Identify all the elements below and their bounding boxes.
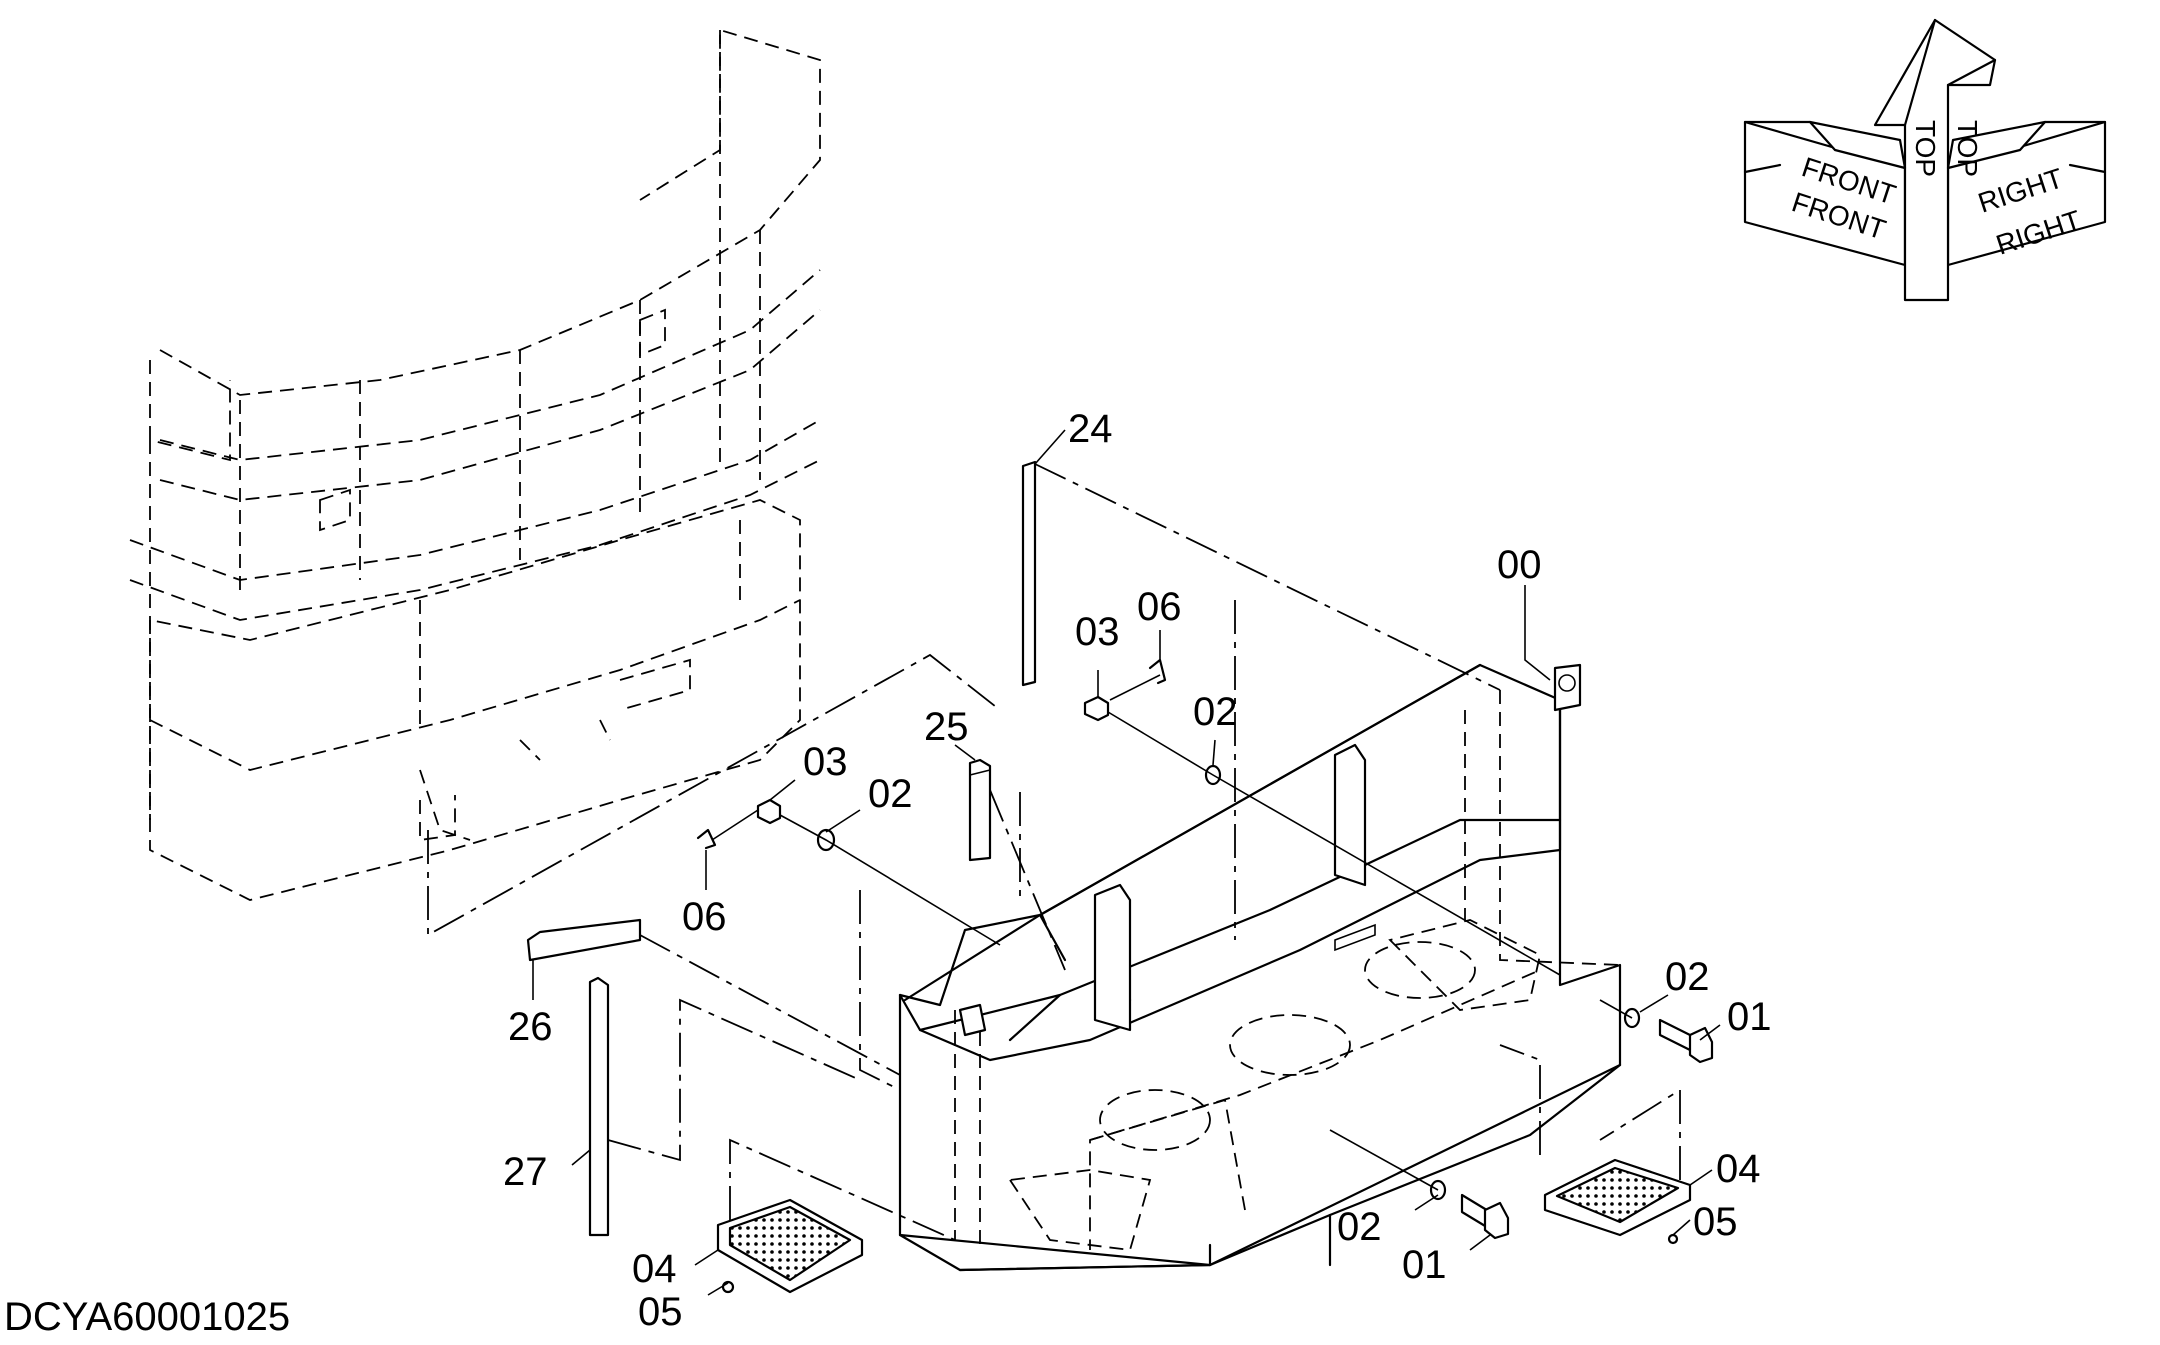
callout-02-bottom: 02 — [1337, 1205, 1382, 1249]
screw-05-right — [1667, 1233, 1679, 1245]
callout-06-upper: 06 — [1137, 585, 1182, 629]
callout-02-middle: 02 — [868, 772, 913, 816]
callout-03-middle: 03 — [803, 740, 848, 784]
bar-part-27 — [588, 976, 610, 1237]
callouts: 24 00 06 03 02 25 03 02 06 26 27 02 01 0… — [503, 407, 1772, 1334]
callout-01-bottom: 01 — [1402, 1243, 1447, 1287]
nut-03-upper — [1083, 695, 1110, 722]
cover-plate-04-left — [716, 1198, 864, 1294]
callout-05-right: 05 — [1693, 1200, 1738, 1244]
cover-plate-04-right — [1543, 1158, 1692, 1237]
orientation-top-label-left: TOP — [1910, 120, 1941, 177]
callout-03-upper: 03 — [1075, 610, 1120, 654]
bar-part-24 — [1021, 460, 1037, 687]
orientation-indicator: FRONT FRONT TOP TOP RIGHT RIGHT — [1743, 18, 2107, 302]
bolt-01-right — [1658, 1018, 1714, 1064]
callout-27: 27 — [503, 1150, 548, 1194]
callout-05-left: 05 — [638, 1290, 683, 1334]
drawing-code: DCYA60001025 — [4, 1295, 290, 1339]
bar-part-25 — [968, 758, 992, 862]
clip-06-upper — [1148, 658, 1167, 685]
callout-01-right: 01 — [1727, 995, 1772, 1039]
counterweight-phantom — [129, 28, 821, 901]
clip-06-middle — [696, 828, 717, 850]
callout-04-right: 04 — [1716, 1147, 1761, 1191]
weight-box — [898, 663, 1622, 1272]
leader-lines — [532, 429, 1721, 1296]
callout-02-upper: 02 — [1193, 690, 1238, 734]
bar-part-26 — [526, 918, 642, 962]
callout-06-middle: 06 — [682, 895, 727, 939]
nut-03-middle — [756, 798, 782, 825]
callout-04-left: 04 — [632, 1247, 677, 1291]
callout-24: 24 — [1068, 407, 1113, 451]
callout-26: 26 — [508, 1005, 553, 1049]
assembly-lines — [427, 463, 1681, 1241]
callout-25: 25 — [924, 705, 969, 749]
callout-02-right: 02 — [1665, 955, 1710, 999]
bolt-01-bottom — [1460, 1193, 1510, 1240]
orientation-top-label-right: TOP — [1952, 120, 1983, 177]
callout-00: 00 — [1497, 543, 1542, 587]
